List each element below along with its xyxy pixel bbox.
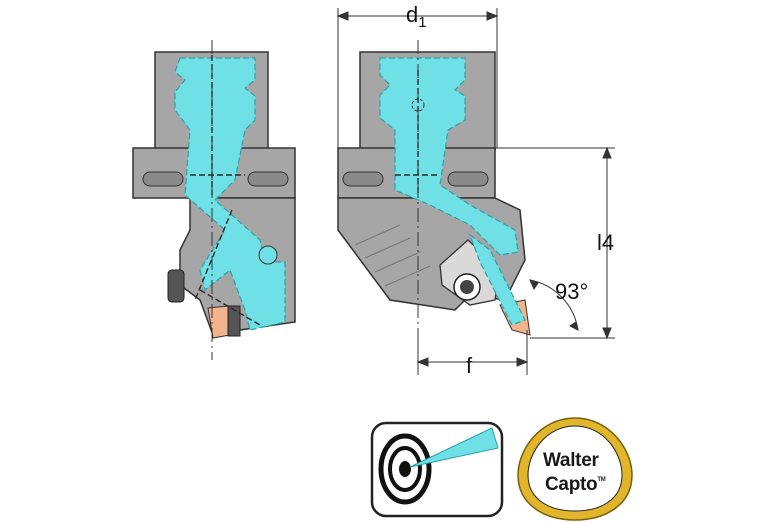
badge-brand-line1: Walter <box>543 450 599 471</box>
side-view <box>132 40 296 360</box>
dimension-l4-label: l4 <box>597 230 615 255</box>
front-view-screw-hex <box>460 280 474 294</box>
walter-capto-logo <box>517 417 633 521</box>
dimension-d1-main: d <box>406 2 419 27</box>
front-view-slot-right <box>447 171 489 187</box>
front-view <box>337 40 531 375</box>
side-view-slot-left <box>142 171 184 187</box>
front-view-coolant-channel <box>379 57 519 256</box>
badge-brand-line2: Capto <box>545 474 598 495</box>
front-view-slot-left <box>342 171 384 187</box>
dimension-d1-label: d1 <box>406 2 427 31</box>
side-view-coolant-channel <box>174 57 286 331</box>
badge-trademark: TM <box>597 477 606 483</box>
front-view-coolant-nozzle <box>468 233 526 326</box>
dimension-angle-label: 93° <box>555 279 589 304</box>
side-view-insert-seat <box>227 305 241 337</box>
badge-brand-line2-wrap: CaptoTM <box>545 474 606 495</box>
side-view-clamp-screw <box>167 269 185 303</box>
dimension-d1-sub: 1 <box>418 14 427 31</box>
dimension-lines <box>336 8 615 375</box>
coolant-target-icon <box>370 421 504 518</box>
side-view-coolant-port <box>258 245 278 265</box>
dimension-f-label: f <box>466 353 473 378</box>
side-view-slot-right <box>247 171 289 187</box>
side-view-insert <box>207 305 231 339</box>
